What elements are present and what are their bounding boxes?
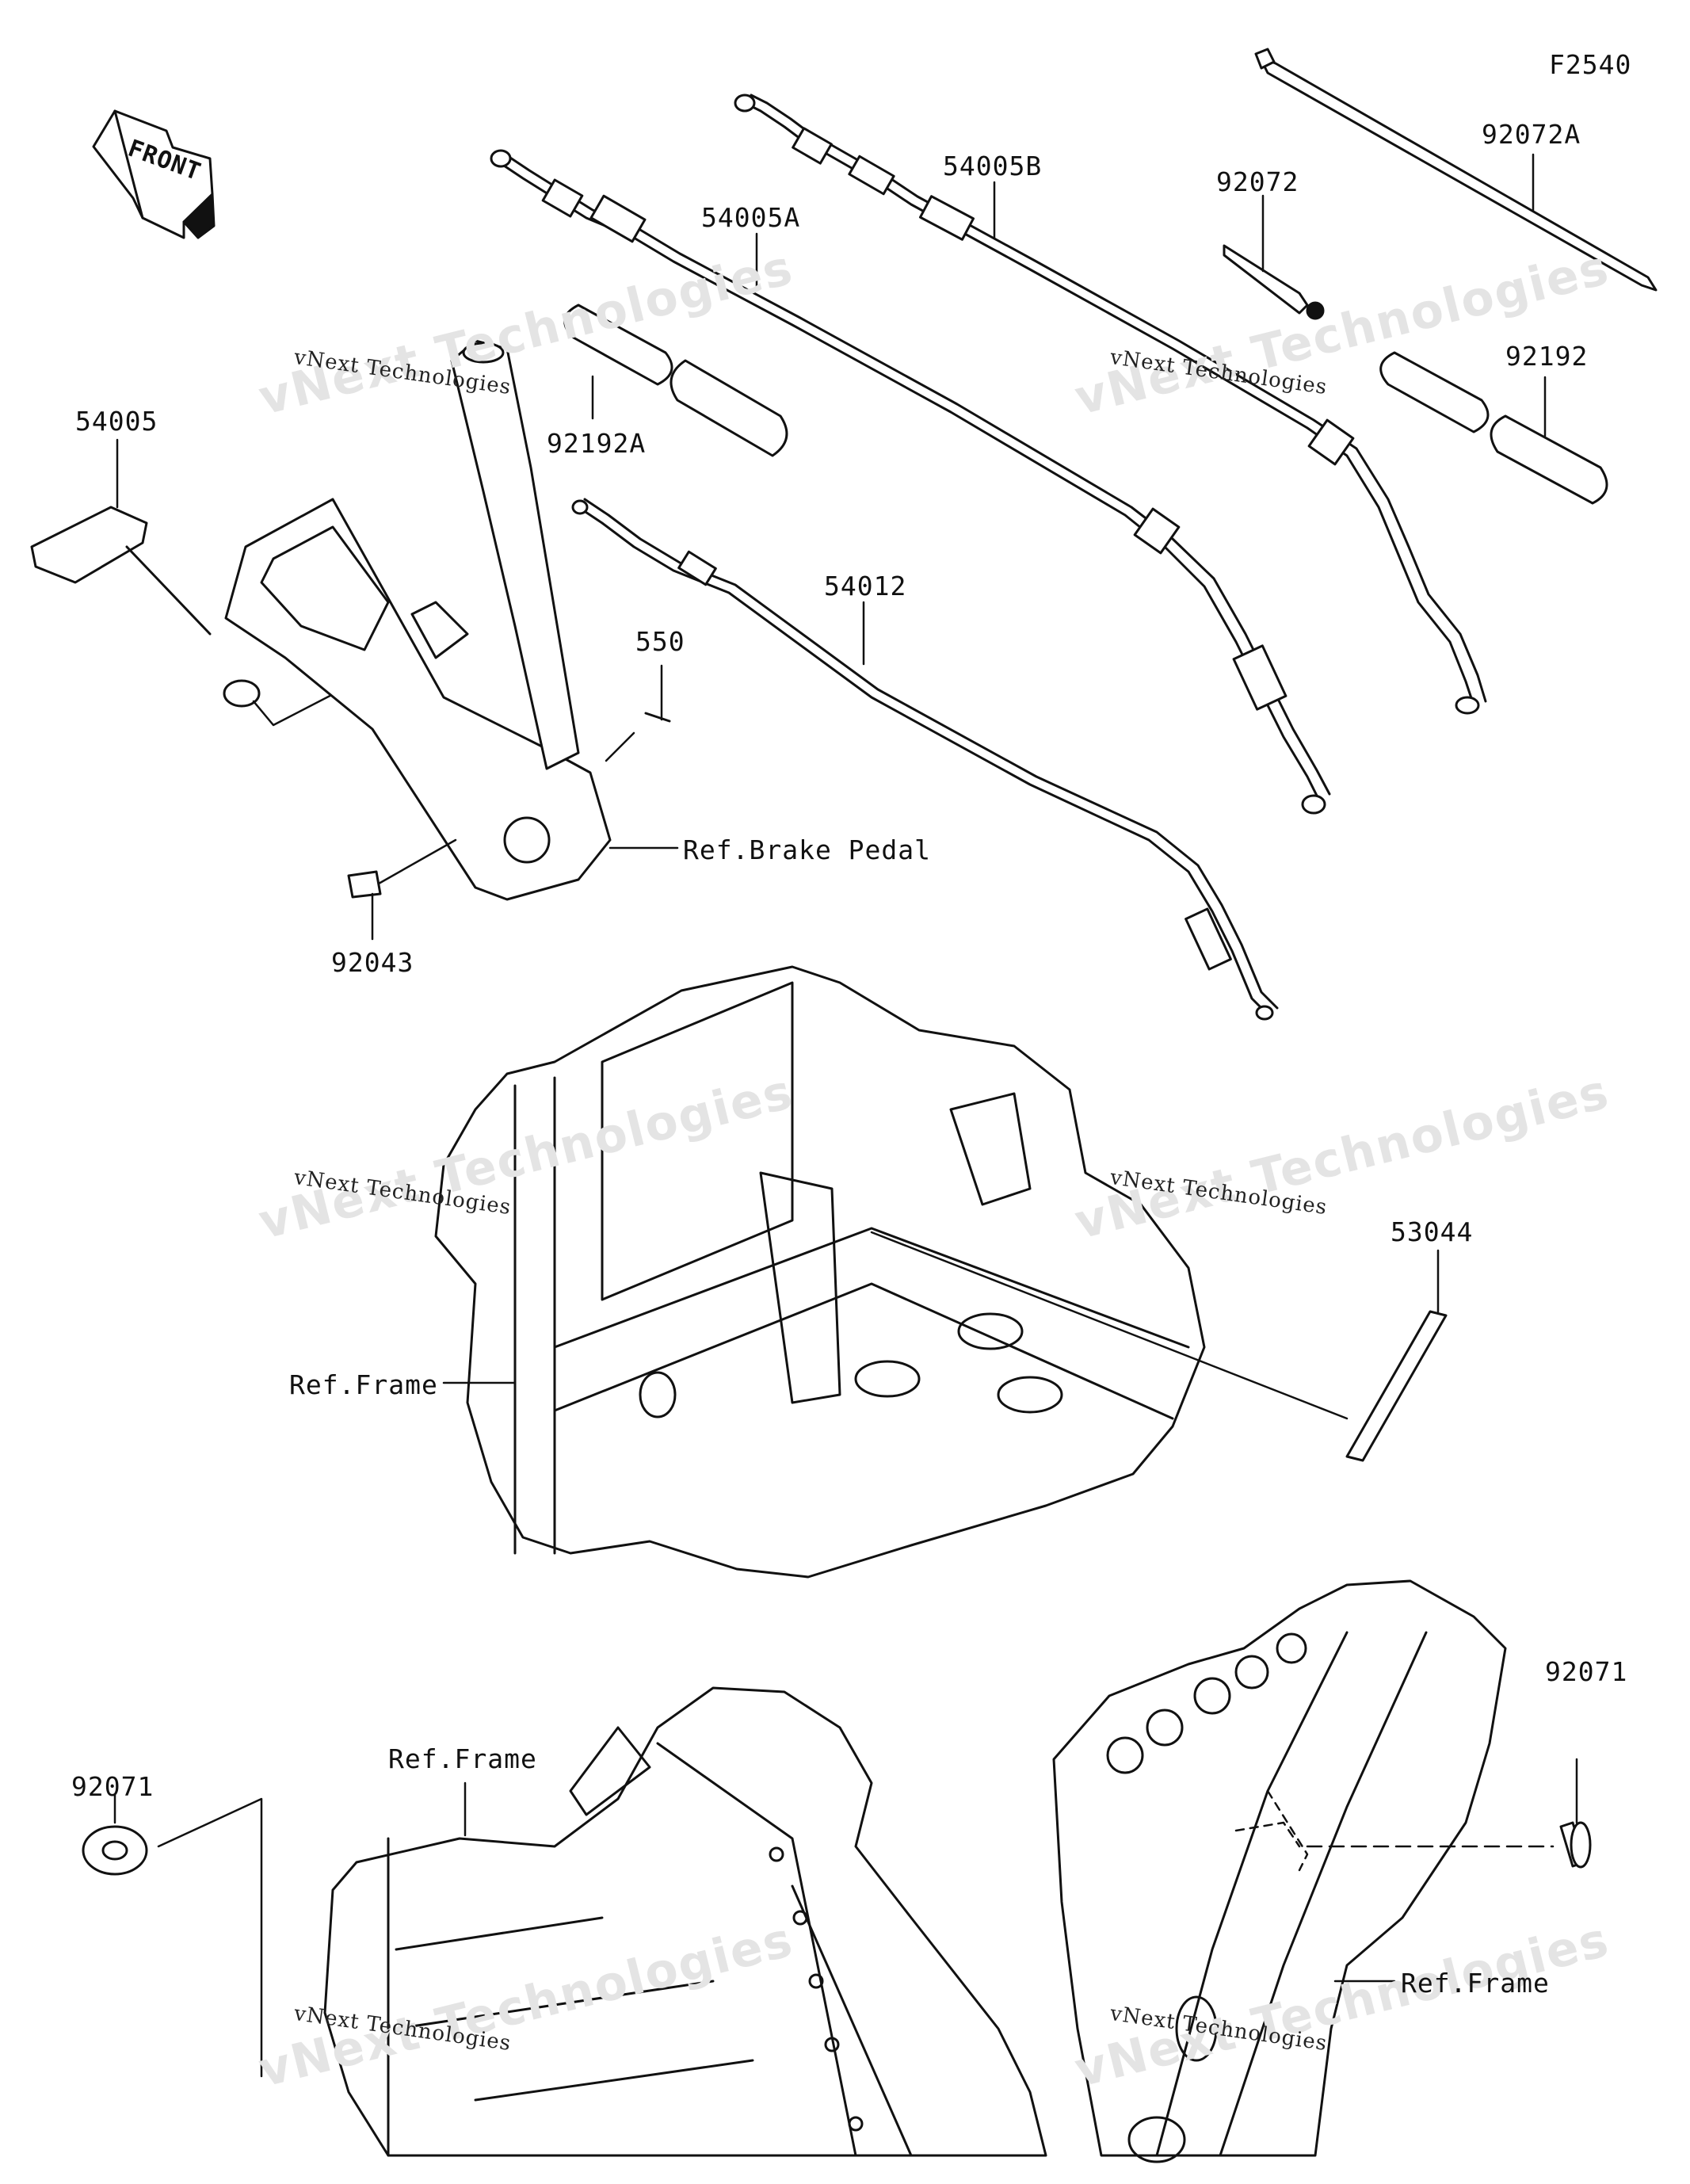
brake-pedal-assembly <box>224 339 679 901</box>
frame-bottom-right <box>1052 1579 1592 2163</box>
cable-tie-92072A <box>1254 48 1658 292</box>
part-label-54005A: 54005A <box>701 202 801 233</box>
frame-center <box>434 965 1349 1579</box>
part-label-92192: 92192 <box>1505 341 1589 372</box>
part-label-550: 550 <box>635 626 685 657</box>
switch-54005 <box>30 438 390 727</box>
part-label-92071-right: 92071 <box>1545 1656 1628 1687</box>
part-label-92071-left: 92071 <box>71 1771 155 1802</box>
cable-tie-92072 <box>1223 194 1325 320</box>
grip-92192 <box>1379 351 1608 505</box>
cable-54012 <box>571 498 1279 1021</box>
cable-54005B <box>734 94 1487 715</box>
part-label-54005: 54005 <box>75 406 158 437</box>
diagram-code: F2540 <box>1549 49 1632 80</box>
cable-54005A <box>490 149 1331 815</box>
ref-label-frame-center: Ref.Frame <box>289 1369 438 1400</box>
frame-bottom-left <box>82 1686 1047 2157</box>
pad-53044 <box>1345 1249 1448 1462</box>
pin-92043 <box>347 838 457 941</box>
front-arrow-icon <box>92 109 216 239</box>
part-label-92072: 92072 <box>1216 166 1299 197</box>
ref-label-frame-bottom-left: Ref.Frame <box>388 1743 537 1774</box>
part-label-54012: 54012 <box>824 571 907 601</box>
part-label-92192A: 92192A <box>547 428 647 459</box>
grip-92192A <box>563 304 788 457</box>
ref-label-brake-pedal: Ref.Brake Pedal <box>683 834 932 865</box>
part-label-54005B: 54005B <box>943 151 1043 181</box>
part-label-92072A: 92072A <box>1482 119 1581 150</box>
part-label-92043: 92043 <box>331 947 414 978</box>
ref-label-frame-bottom-right: Ref.Frame <box>1401 1968 1550 1999</box>
part-label-53044: 53044 <box>1391 1216 1474 1247</box>
pin-550 <box>644 664 671 723</box>
